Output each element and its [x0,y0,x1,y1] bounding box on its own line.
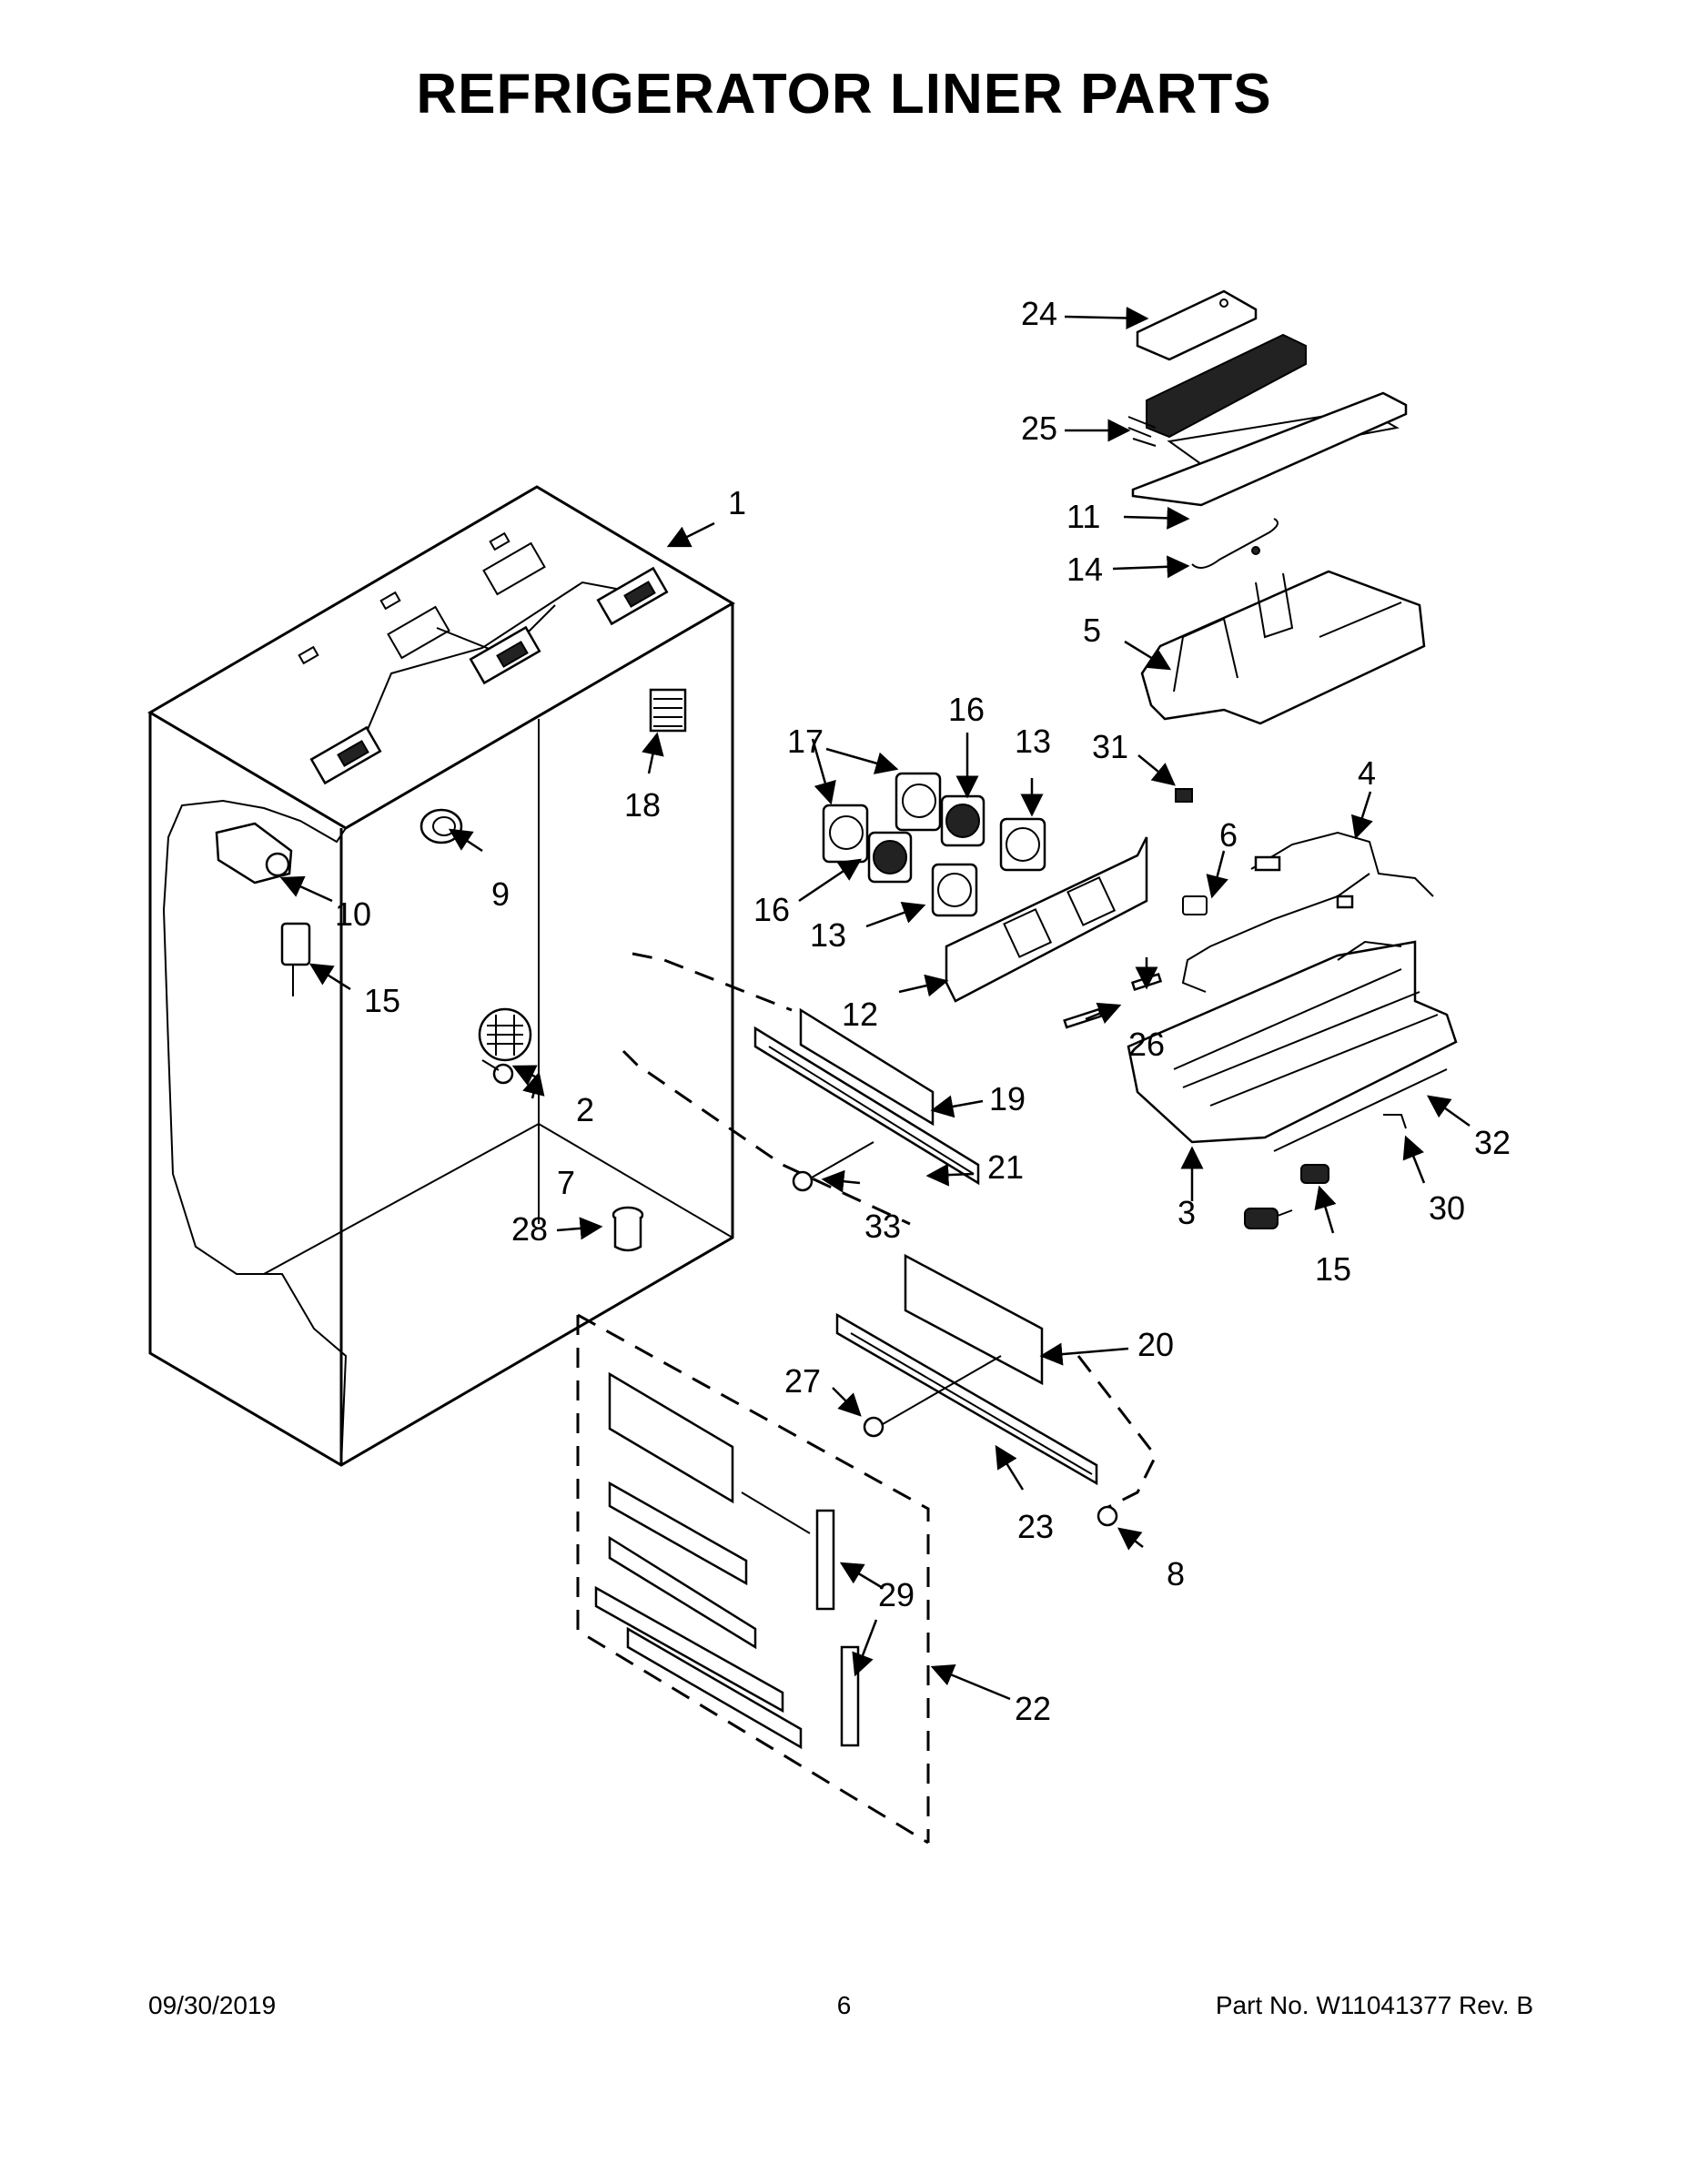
callout-15-left: 15 [364,982,400,1019]
sensor-part-30 [1383,1114,1407,1129]
callout-13-upper: 13 [1015,723,1051,760]
callout-28: 28 [511,1210,548,1248]
callout-3: 3 [1178,1194,1196,1231]
mounting-line-lower [622,1049,911,1226]
fan-motor-part-16-lower [867,831,913,884]
footer-part-number: Part No. W11041377 Rev. B [1215,1991,1533,2019]
wire-harness-part-4 [1181,831,1434,993]
callout-11: 11 [1066,498,1100,535]
fan-housing-part-17-upper [895,772,942,832]
fan-housing-part-17-lower [822,804,869,864]
callout-18: 18 [624,786,661,824]
callout-16-lower: 16 [753,891,790,928]
callout-20: 20 [1137,1326,1174,1363]
drawer-slide-assembly-part-22 [576,1313,930,1845]
cap-part-28 [612,1206,644,1252]
callout-13-lower: 13 [810,916,846,954]
callout-22: 22 [1015,1690,1051,1727]
fan-shroud-part-13-lower [931,863,978,917]
callout-23: 23 [1017,1508,1054,1545]
refrigerator-liner-cabinet [147,485,735,1467]
screw-part-8 [1097,1505,1118,1527]
callout-8: 8 [1167,1555,1185,1592]
callout-29: 29 [878,1576,915,1613]
fan-shroud-part-13-upper [999,817,1046,872]
evaporator-coil-part-25 [1127,333,1400,466]
callout-14: 14 [1066,551,1103,588]
light-socket-part-9 [419,808,463,844]
callout-21: 21 [987,1148,1024,1186]
callout-27: 27 [784,1362,821,1400]
sensor-part-15-left [280,922,311,996]
heater-part-14 [1191,518,1279,569]
callout-labels: 1 2 3 4 5 6 7 8 9 10 11 12 13 13 14 15 1… [335,295,1511,1727]
callout-4: 4 [1358,754,1376,792]
evaporator-pan-part-11 [1131,391,1408,507]
vent-part-18 [649,688,687,733]
rail-cover-part-19 [799,1007,935,1127]
callout-33: 33 [864,1208,901,1245]
callout-1: 1 [728,484,746,521]
callout-10: 10 [335,895,371,933]
callout-5: 5 [1083,612,1101,649]
callout-30: 30 [1429,1189,1465,1227]
callout-9: 9 [491,875,510,913]
mounting-line-upper [632,952,793,1012]
evaporator-housing-part-5 [1140,570,1426,725]
callout-32: 32 [1474,1124,1511,1161]
callout-24: 24 [1021,295,1057,332]
sensor-part-15-right [1244,1164,1329,1229]
callout-26: 26 [1128,1026,1165,1063]
callout-19: 19 [989,1080,1026,1117]
callout-31: 31 [1092,728,1128,765]
callout-17: 17 [787,723,824,760]
callout-25: 25 [1021,410,1057,447]
evaporator-cover-part-24 [1136,289,1258,361]
fan-bracket-part-12 [945,836,1148,1003]
control-box-part-10 [215,822,293,885]
page-title: REFRIGERATOR LINER PARTS [416,63,1272,126]
callout-2: 2 [576,1091,594,1128]
screw-part-7 [481,1059,514,1085]
rail-cover-part-20 [904,1253,1044,1386]
rail-part-29 [815,1509,860,1747]
callout-6: 6 [1219,816,1238,854]
footer-page-number: 6 [836,1991,852,2019]
damper-part-2 [478,1007,532,1062]
footer-date: 09/30/2019 [148,1991,277,2019]
leader-arrows [279,307,1471,1701]
callout-16-upper: 16 [948,691,985,728]
callout-15-right: 15 [1315,1250,1351,1288]
crisper-housing-part-3 [1127,940,1458,1152]
clip-part-31 [1175,788,1193,803]
gasket-part-6 [1182,895,1208,915]
drawer-slide-part-23 [835,1312,1098,1486]
screw-part-33 [792,1141,874,1192]
callout-7: 7 [557,1164,575,1201]
fan-motor-part-16-upper [940,794,986,847]
drawer-slide-part-21 [753,1026,980,1186]
callout-12: 12 [842,996,878,1033]
mounting-line-right [1076,1355,1157,1512]
screw-part-27 [863,1355,1002,1438]
